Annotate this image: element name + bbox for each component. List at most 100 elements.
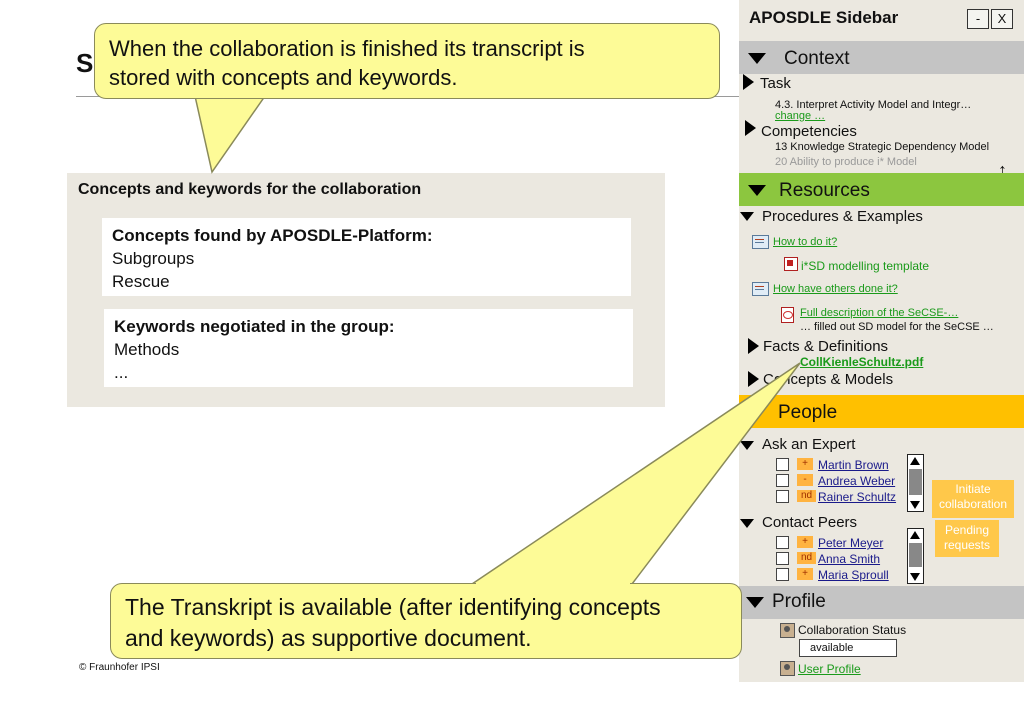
contact-peers-label: Contact Peers: [762, 514, 858, 531]
callout-line: and keywords) as supportive document.: [125, 625, 532, 651]
template-link[interactable]: i*SD modelling template: [801, 259, 930, 273]
collapse-triangle-icon: [748, 185, 766, 196]
expert-checkbox[interactable]: [776, 458, 789, 471]
peer-checkbox[interactable]: [776, 552, 789, 565]
concepts-found-title: Concepts found by APOSDLE-Platform:: [112, 226, 433, 245]
expand-triangle-icon[interactable]: [748, 371, 759, 387]
scroll-thumb[interactable]: [909, 543, 922, 567]
callout-line: stored with concepts and keywords.: [109, 65, 458, 90]
rating-badge: nd: [797, 490, 816, 502]
peer-checkbox[interactable]: [776, 568, 789, 581]
slide-title: S: [76, 48, 94, 78]
copyright-notice: © Fraunhofer IPSI: [79, 662, 160, 673]
peer-link[interactable]: Peter Meyer: [818, 536, 884, 550]
full-description-link[interactable]: Full description of the SeCSE-…: [800, 307, 959, 319]
peers-scrollbar[interactable]: [907, 528, 924, 584]
change-task-link[interactable]: change …: [775, 110, 826, 122]
concepts-panel-title: Concepts and keywords for the collaborat…: [78, 181, 422, 198]
document-icon: [752, 282, 769, 296]
initiate-collaboration-button[interactable]: Initiate collaboration: [932, 480, 1014, 518]
concepts-models-label: Concepts & Models: [763, 371, 894, 388]
sidebar-title: APOSDLE Sidebar: [749, 8, 899, 27]
rating-badge: +: [797, 458, 813, 470]
section-header-people[interactable]: People: [739, 395, 1024, 428]
collapse-triangle-icon[interactable]: [740, 519, 754, 528]
competency-item: 13 Knowledge Strategic Dependency Model: [775, 141, 990, 153]
scroll-up-icon[interactable]: [910, 531, 920, 539]
button-label: Initiate: [955, 482, 991, 496]
section-header-resources[interactable]: Resources: [739, 173, 1024, 206]
collapse-triangle-icon: [748, 53, 766, 64]
rating-badge: +: [797, 568, 813, 580]
section-label-resources: Resources: [779, 180, 870, 201]
collaboration-status-field[interactable]: available: [799, 639, 897, 657]
callout-bottom-text: The Transkript is available (after ident…: [125, 592, 661, 654]
callout-top: When the collaboration is finished its t…: [94, 23, 720, 99]
section-header-context[interactable]: Context: [739, 41, 1024, 74]
callout-line: The Transkript is available (after ident…: [125, 594, 661, 620]
expert-checkbox[interactable]: [776, 474, 789, 487]
callout-bottom-tail: [469, 362, 801, 585]
competencies-label: Competencies: [761, 123, 857, 140]
experts-scrollbar[interactable]: [907, 454, 924, 512]
procedures-label: Procedures & Examples: [762, 208, 923, 225]
document-icon: [752, 235, 769, 249]
callout-line: When the collaboration is finished its t…: [109, 36, 585, 61]
section-label-context: Context: [784, 48, 850, 69]
expert-link[interactable]: Andrea Weber: [818, 474, 896, 488]
collaboration-status-label: Collaboration Status: [798, 623, 907, 637]
template-icon: [784, 257, 798, 271]
section-label-profile: Profile: [772, 591, 826, 612]
facts-label: Facts & Definitions: [763, 338, 889, 355]
expand-triangle-icon[interactable]: [743, 74, 754, 90]
expand-triangle-icon[interactable]: [748, 338, 759, 354]
button-label: requests: [943, 538, 991, 552]
resize-arrows-icon[interactable]: ↕: [998, 160, 1007, 180]
peer-link[interactable]: Anna Smith: [818, 552, 881, 566]
peer-link[interactable]: Maria Sproull: [818, 568, 889, 582]
ask-expert-label: Ask an Expert: [762, 436, 856, 453]
expert-link[interactable]: Rainer Schultz: [818, 490, 897, 504]
expert-checkbox[interactable]: [776, 490, 789, 503]
pdf-icon: [781, 307, 794, 323]
task-value: 4.3. Interpret Activity Model and Integr…: [775, 99, 972, 111]
rating-badge: -: [797, 474, 813, 486]
concept-item: Subgroups: [112, 249, 195, 268]
peer-checkbox[interactable]: [776, 536, 789, 549]
scroll-thumb[interactable]: [909, 469, 922, 495]
resource-description: … filled out SD model for the SeCSE …: [800, 321, 994, 333]
button-label: Pending: [944, 523, 990, 537]
callout-bottom-joint: [476, 582, 630, 586]
concept-item: Rescue: [112, 272, 170, 291]
section-header-profile[interactable]: Profile: [739, 586, 1024, 619]
keywords-box: Keywords negotiated in the group: Method…: [104, 309, 633, 387]
expert-link[interactable]: Martin Brown: [818, 458, 889, 472]
keywords-title: Keywords negotiated in the group:: [114, 317, 395, 336]
keyword-item: Methods: [114, 340, 180, 359]
callout-top-text: When the collaboration is finished its t…: [109, 34, 585, 92]
scroll-down-icon[interactable]: [910, 573, 920, 581]
user-profile-link[interactable]: User Profile: [798, 662, 861, 676]
scroll-up-icon[interactable]: [910, 457, 920, 465]
how-others-link[interactable]: How have others done it?: [773, 283, 898, 295]
concepts-found-box: Concepts found by APOSDLE-Platform: Subg…: [102, 218, 631, 296]
collapse-triangle-icon[interactable]: [740, 441, 754, 450]
expand-triangle-icon[interactable]: [745, 120, 756, 136]
pending-requests-button[interactable]: Pending requests: [935, 520, 999, 557]
callout-top-joint: [197, 92, 264, 98]
minimize-button[interactable]: -: [967, 9, 989, 29]
how-to-link[interactable]: How to do it?: [773, 236, 838, 248]
rating-badge: nd: [797, 552, 816, 564]
keyword-item: ...: [114, 363, 129, 382]
section-label-people: People: [778, 402, 838, 423]
rating-badge: +: [797, 536, 813, 548]
task-label: Task: [760, 75, 791, 92]
scroll-down-icon[interactable]: [910, 501, 920, 509]
competency-item: 20 Ability to produce i* Model: [775, 156, 917, 168]
callout-top-tail: [194, 95, 267, 174]
collapse-triangle-icon[interactable]: [740, 212, 754, 221]
pdf-document-link[interactable]: CollKienleSchultz.pdf: [800, 355, 924, 369]
collapse-triangle-icon: [746, 597, 764, 608]
user-icon: [780, 623, 795, 638]
close-button[interactable]: X: [991, 9, 1013, 29]
